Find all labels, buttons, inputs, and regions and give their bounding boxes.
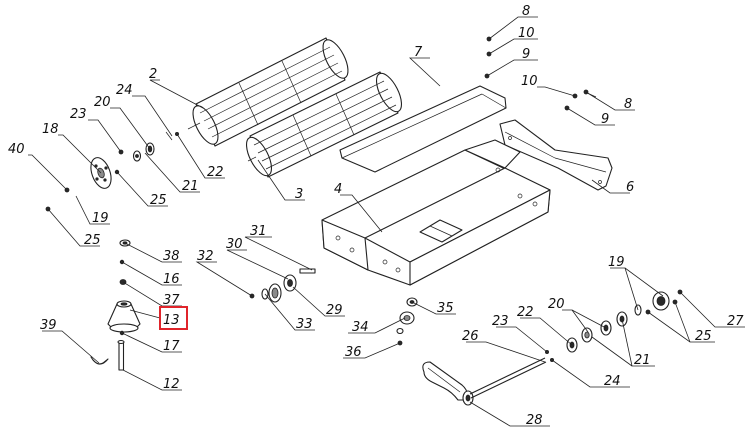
highlight-box-part-13	[159, 306, 188, 330]
callout-21a: 21	[182, 179, 199, 194]
part-drawings	[45, 36, 683, 406]
callout-24a: 24	[116, 83, 133, 98]
callout-17: 17	[163, 339, 180, 354]
callout-38: 38	[163, 249, 180, 264]
callout-37: 37	[163, 293, 180, 308]
callout-8a: 8	[522, 4, 530, 19]
callout-20b: 20	[548, 297, 565, 312]
callout-2: 2	[149, 67, 157, 82]
part-3-drum-lower	[245, 71, 403, 178]
callout-3: 3	[295, 187, 303, 202]
callout-19b: 19	[608, 255, 625, 270]
callout-9b: 9	[601, 112, 609, 127]
callout-39: 39	[40, 318, 57, 333]
parts-34-36	[396, 297, 418, 346]
callout-22a: 22	[207, 165, 224, 180]
right-assembly	[422, 289, 683, 406]
left-column-parts	[90, 239, 141, 371]
callout-40: 40	[8, 142, 25, 157]
middle-hardware	[249, 268, 316, 303]
callout-20a: 20	[94, 95, 111, 110]
callout-9a: 9	[522, 47, 530, 62]
callout-22b: 22	[517, 305, 534, 320]
callout-30: 30	[226, 237, 243, 252]
callout-27: 27	[727, 314, 744, 329]
callout-24b: 24	[604, 374, 621, 389]
callout-23a: 23	[70, 107, 87, 122]
callout-23b: 23	[492, 314, 509, 329]
callout-29: 29	[326, 303, 343, 318]
callout-6: 6	[626, 180, 634, 195]
callout-7: 7	[414, 45, 423, 60]
part-6-side-bar	[499, 119, 613, 191]
callout-25a: 25	[150, 193, 167, 208]
callout-36: 36	[345, 345, 362, 360]
part-2-drum-upper	[187, 37, 349, 147]
part-7-cover	[339, 85, 507, 173]
callout-35: 35	[437, 301, 454, 316]
callout-21b: 21	[634, 353, 651, 368]
callout-12: 12	[163, 377, 180, 392]
callout-18: 18	[42, 122, 59, 137]
callout-31: 31	[250, 224, 267, 239]
callout-10a: 10	[518, 26, 535, 41]
part-4-frame	[321, 139, 551, 286]
leader-lines	[28, 16, 745, 427]
callout-33: 33	[296, 317, 313, 332]
callout-32: 32	[197, 249, 214, 264]
callout-13: 13	[163, 313, 180, 328]
callout-26: 26	[462, 329, 479, 344]
callout-10b: 10	[521, 74, 538, 89]
callout-19a: 19	[92, 211, 109, 226]
callout-4: 4	[334, 182, 342, 197]
callout-28: 28	[526, 413, 543, 428]
callout-25b: 25	[84, 233, 101, 248]
callout-25c: 25	[695, 329, 712, 344]
callout-16: 16	[163, 272, 180, 287]
callout-34: 34	[352, 320, 369, 335]
callout-8b: 8	[624, 97, 632, 112]
callout-labels: 8 10 9 7 10 8 9 2 24 20 23 18 40 22 21 2…	[8, 4, 744, 428]
